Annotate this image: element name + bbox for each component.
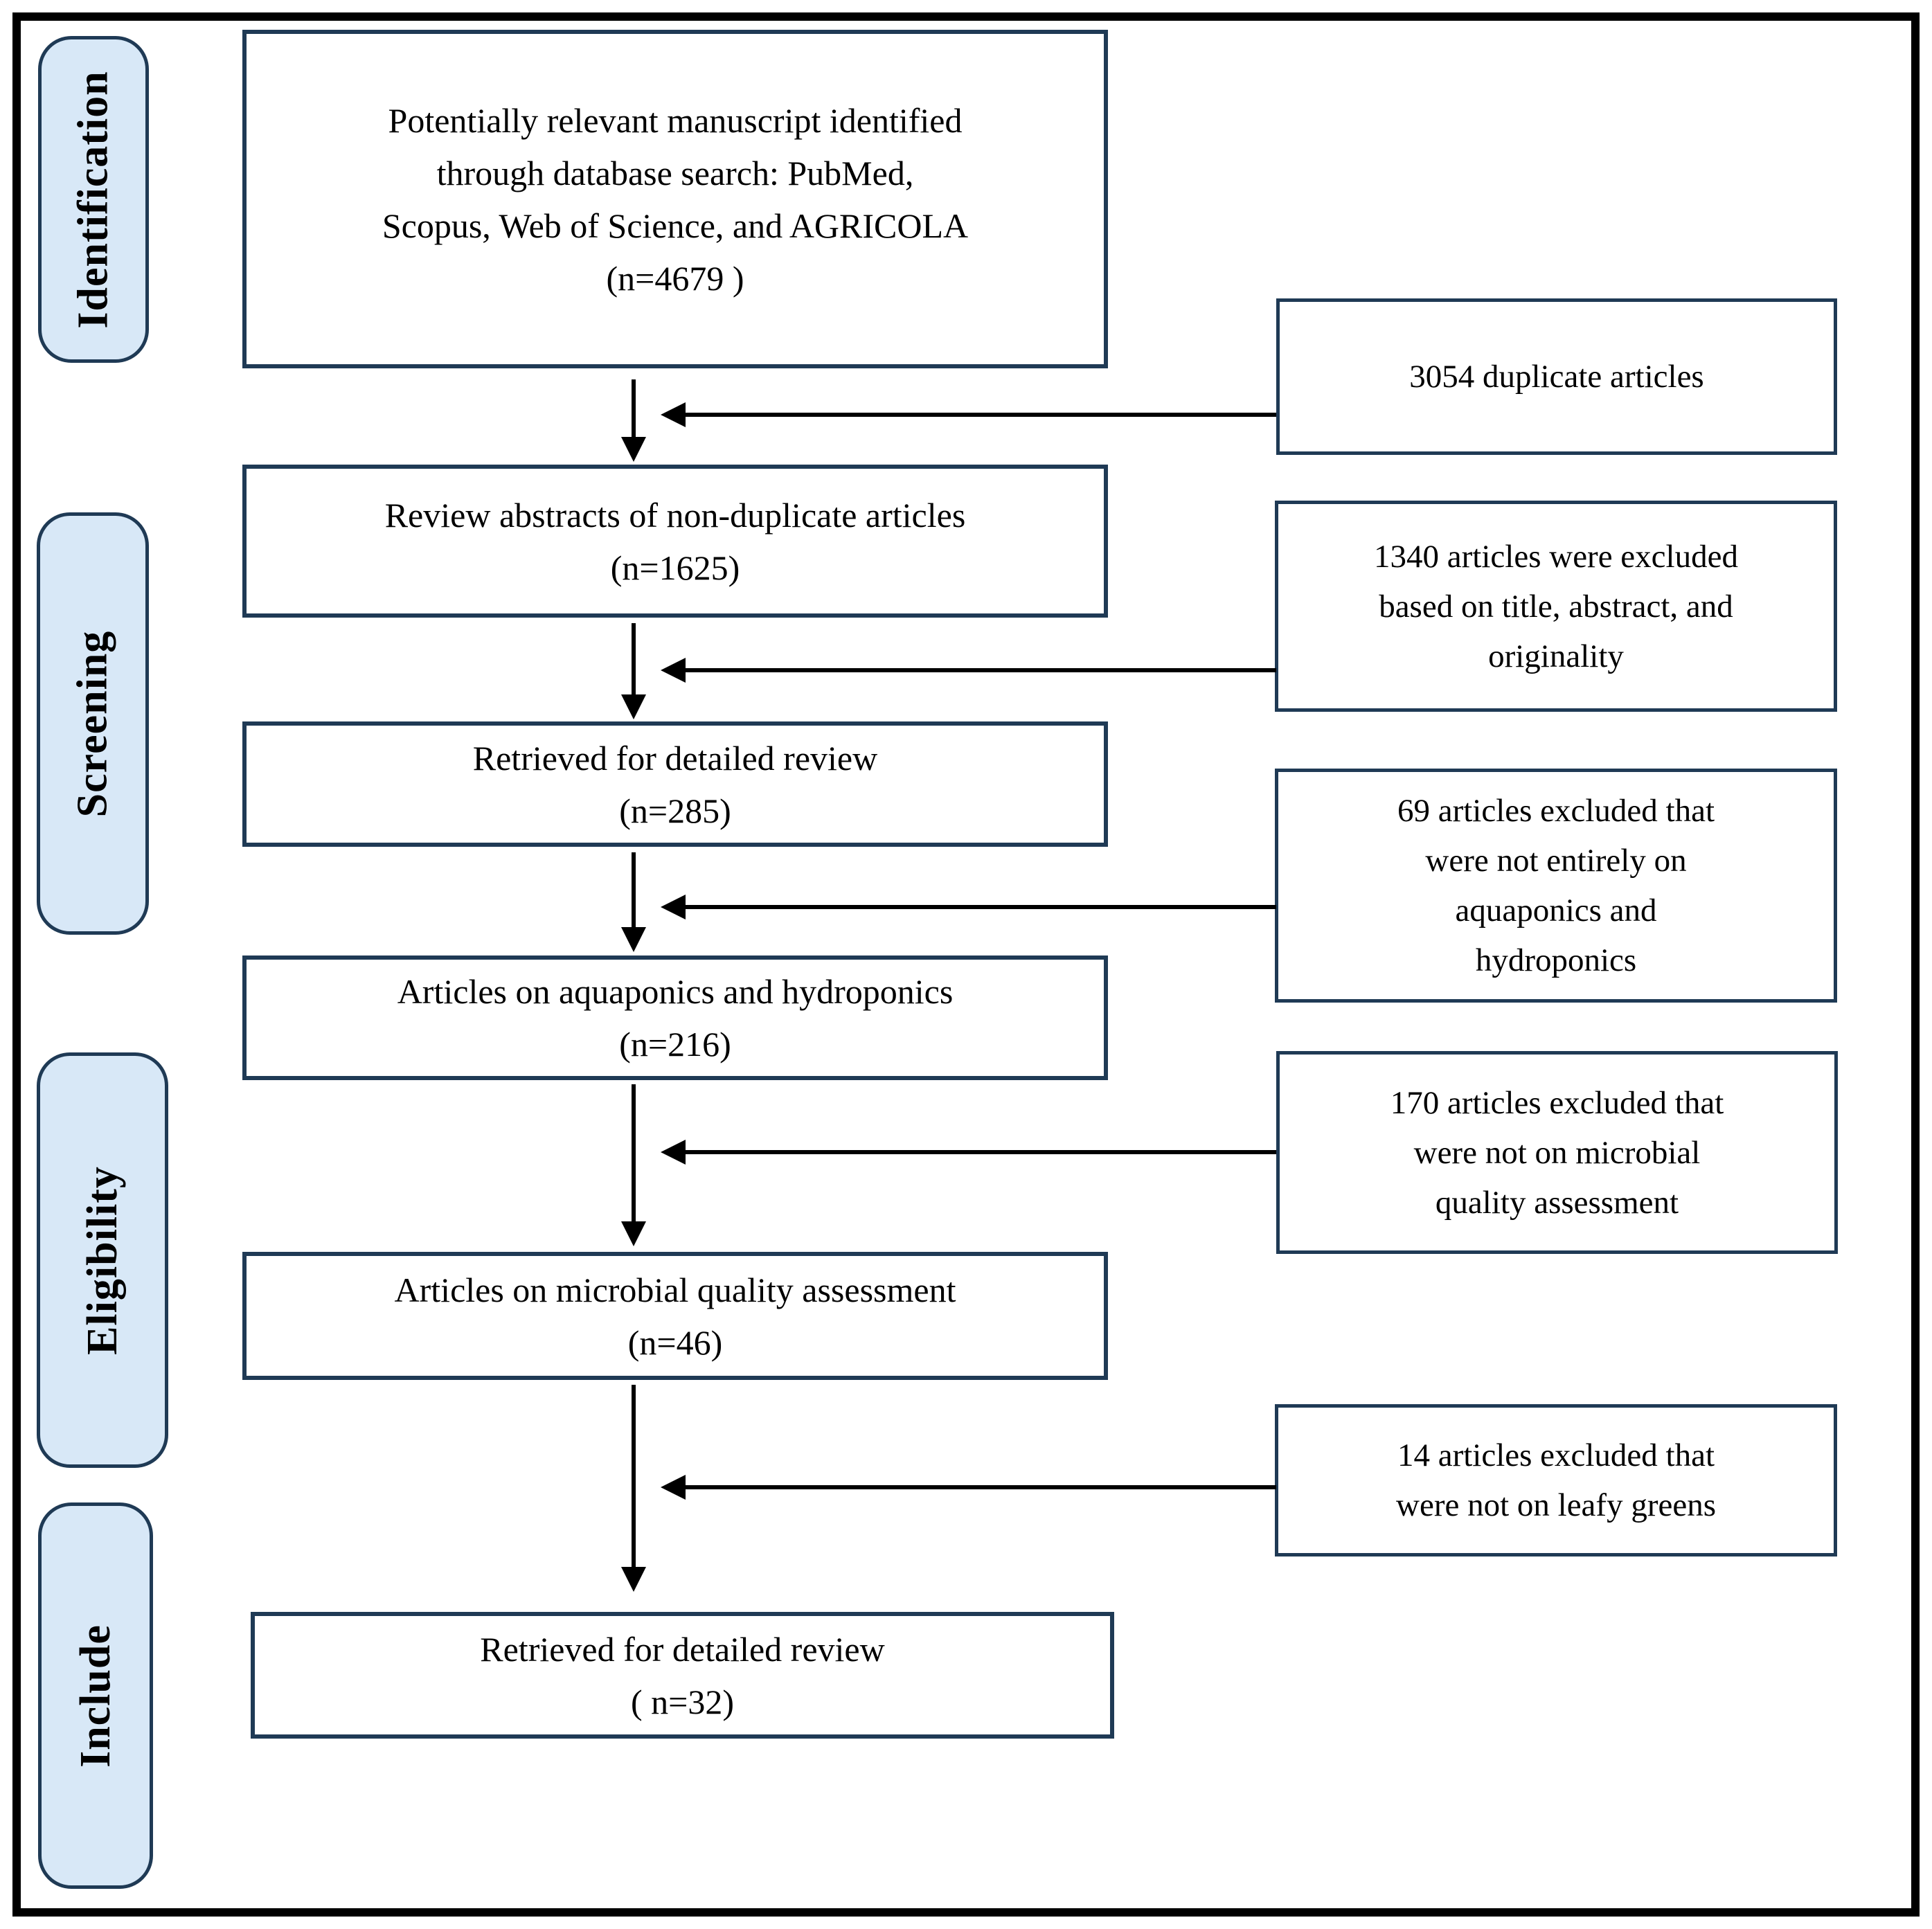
box-text-line: Articles on aquaponics and hydroponics [397,972,954,1011]
box-text-line: 170 articles excluded that [1390,1084,1724,1121]
arrow-left-1 [661,402,1276,427]
box-text-line: (n=46) [627,1322,723,1362]
box-text-line: 3054 duplicate articles [1409,359,1704,395]
stage-label-screening: Screening [37,512,149,935]
flow-box-records-identified: Potentially relevant manuscript identifi… [242,30,1108,368]
box-text-line: were not entirely on [1425,843,1687,879]
box-text-line: Review abstracts of non-duplicate articl… [384,495,966,535]
arrow-down-1 [621,379,646,462]
arrow-left-4 [661,1140,1276,1165]
stage-label-text: Include [71,1624,119,1768]
box-text-line: quality assessment [1435,1184,1679,1221]
flow-box-review-abstracts: Review abstracts of non-duplicate articl… [242,465,1108,618]
box-text-line: 1340 articles were excluded [1374,538,1738,575]
box-text-line: aquaponics and [1455,892,1657,928]
stage-label-text: Eligibility [78,1165,126,1355]
arrow-down-3 [621,852,646,952]
box-text-line: hydroponics [1475,942,1637,978]
arrow-left-3 [661,895,1276,919]
flow-box-retrieved-detailed-review: Retrieved for detailed review (n=285) [242,721,1108,847]
arrow-down-5 [621,1385,646,1592]
box-text-line: based on title, abstract, and [1379,588,1733,625]
box-text-line: Retrieved for detailed review [472,738,878,778]
box-text-line: Scopus, Web of Science, and AGRICOLA [382,206,969,245]
arrow-left-2 [661,658,1276,683]
stage-label-include: Include [38,1502,153,1889]
box-text-line: were not on microbial [1413,1134,1701,1171]
box-text-line: 69 articles excluded that [1397,793,1715,829]
exclusion-box-duplicates: 3054 duplicate articles [1276,298,1837,455]
box-text-line: Potentially relevant manuscript identifi… [388,100,963,140]
box-text-line: (n=285) [619,791,731,830]
stage-label-text: Screening [69,630,116,817]
arrow-left-5 [661,1475,1276,1500]
box-text-line: (n=4679 ) [606,258,744,298]
flow-box-microbial-quality: Articles on microbial quality assessment… [242,1252,1108,1380]
box-text-line: (n=1625) [610,548,740,587]
stage-label-identification: Identification [38,36,149,363]
arrow-down-2 [621,623,646,719]
arrow-down-4 [621,1084,646,1246]
exclusion-box-not-entirely-aquaponics: 69 articles excluded that were not entir… [1275,769,1837,1003]
box-text-line: Retrieved for detailed review [480,1629,885,1669]
exclusion-box-not-leafy-greens: 14 articles excluded that were not on le… [1275,1404,1837,1556]
stage-label-text: Identification [69,70,117,329]
box-text-line: Articles on microbial quality assessment [394,1270,956,1309]
exclusion-box-not-microbial: 170 articles excluded that were not on m… [1276,1051,1838,1254]
box-text-line: originality [1488,638,1624,674]
box-text-line: through database search: PubMed, [436,153,914,192]
box-text-line: (n=216) [619,1025,731,1064]
exclusion-box-title-abstract: 1340 articles were excluded based on tit… [1275,501,1837,712]
flow-box-final-included: Retrieved for detailed review ( n=32) [251,1612,1114,1739]
stage-label-eligibility: Eligibility [37,1052,168,1468]
box-text-line: ( n=32) [631,1682,734,1721]
flow-box-aquaponics-hydroponics: Articles on aquaponics and hydroponics (… [242,955,1108,1080]
box-text-line: were not on leafy greens [1396,1487,1716,1523]
box-text-line: 14 articles excluded that [1397,1437,1715,1473]
